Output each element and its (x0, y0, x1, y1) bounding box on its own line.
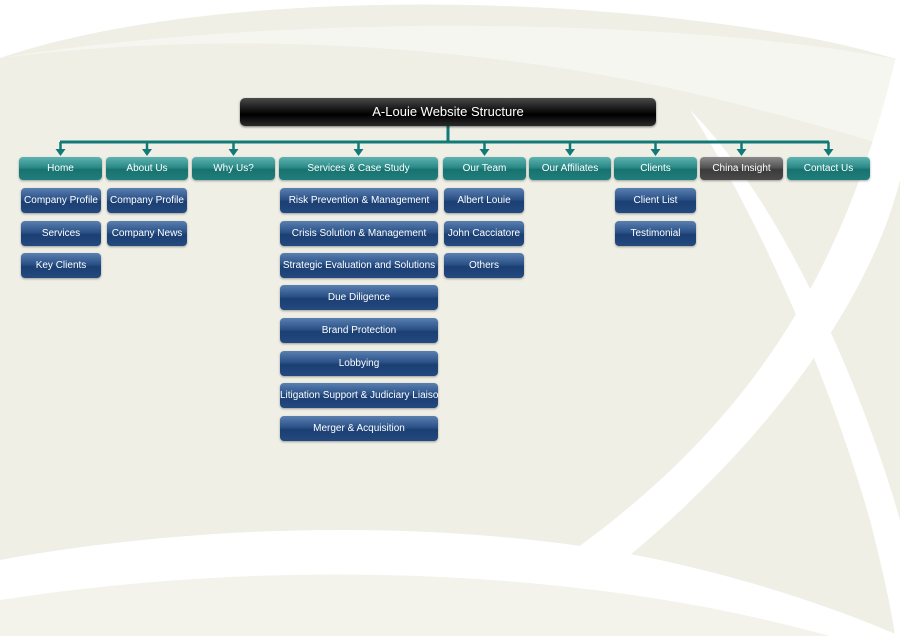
node-about-us: About Us (106, 157, 188, 180)
home-child-key-clients: Key Clients (21, 253, 101, 278)
services-child-strategic-evaluation: Strategic Evaluation and Solutions (280, 253, 438, 278)
team-child-albert-louie: Albert Louie (444, 188, 524, 213)
team-child-john-cacciatore: John Cacciatore (444, 221, 524, 246)
node-our-affiliates: Our Affiliates (529, 157, 611, 180)
team-child-others: Others (444, 253, 524, 278)
about-child-company-profile: Company Profile (107, 188, 187, 213)
clients-child-testimonial: Testimonial (615, 221, 696, 246)
node-why-us: Why Us? (192, 157, 275, 180)
node-contact-us: Contact Us (787, 157, 870, 180)
home-child-company-profile: Company Profile (21, 188, 101, 213)
arrowhead-icon (353, 149, 364, 156)
services-child-merger-acquisition: Merger & Acquisition (280, 416, 438, 441)
node-home: Home (19, 157, 102, 180)
node-our-team: Our Team (443, 157, 526, 180)
services-child-risk-prevention: Risk Prevention & Management (280, 188, 438, 213)
arrowhead-icon (479, 149, 490, 156)
arrowhead-icon (228, 149, 239, 156)
arrowhead-icon (142, 149, 152, 156)
services-child-litigation-support: Litigation Support & Judiciary Liaison (280, 383, 438, 408)
arrowhead-icon (650, 149, 661, 156)
arrowhead-icon (736, 149, 747, 156)
diagram-title: A-Louie Website Structure (240, 98, 656, 126)
arrowhead-icon (565, 149, 575, 156)
node-services-case-study: Services & Case Study (279, 157, 438, 180)
about-child-company-news: Company News (107, 221, 187, 246)
services-child-brand-protection: Brand Protection (280, 318, 438, 343)
home-child-services: Services (21, 221, 101, 246)
services-child-lobbying: Lobbying (280, 351, 438, 376)
arrowhead-icon (55, 149, 66, 156)
node-clients: Clients (614, 157, 697, 180)
services-child-due-diligence: Due Diligence (280, 285, 438, 310)
node-china-insight: China Insight (700, 157, 783, 180)
clients-child-client-list: Client List (615, 188, 696, 213)
services-child-crisis-solution: Crisis Solution & Management (280, 221, 438, 246)
arrowhead-icon (823, 149, 834, 156)
